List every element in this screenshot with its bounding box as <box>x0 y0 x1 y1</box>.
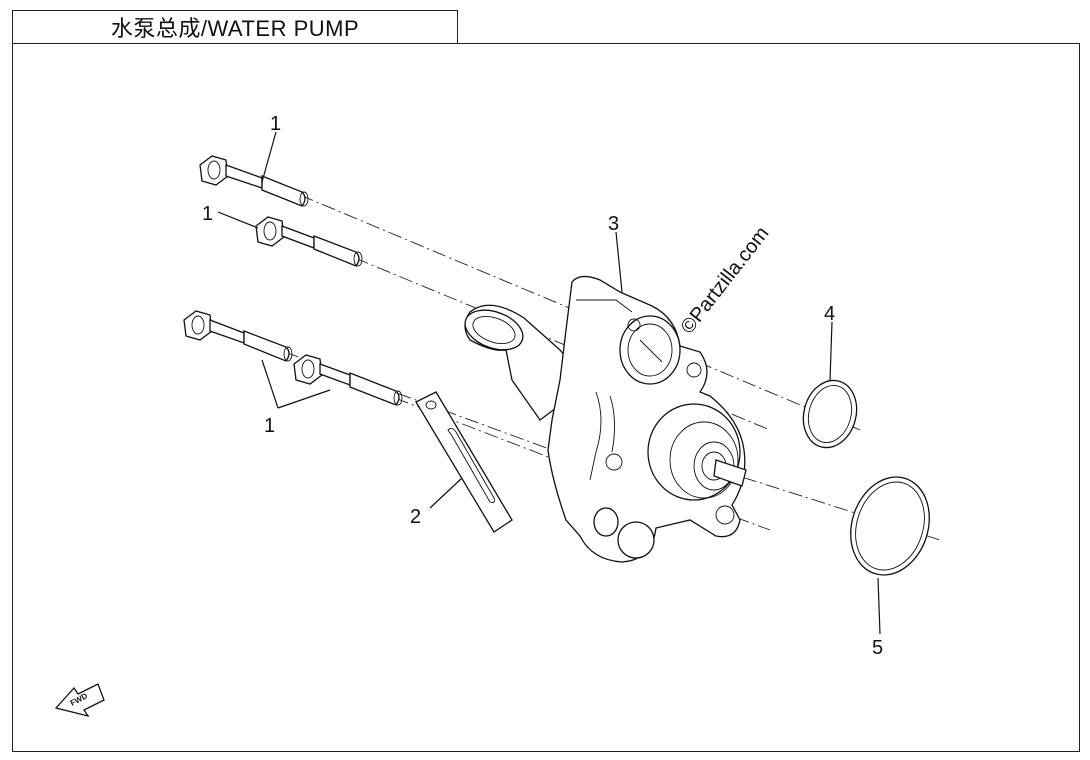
water-pump-body[interactable] <box>460 275 747 563</box>
callout-plate: 2 <box>410 506 421 528</box>
bolt-d[interactable] <box>293 354 403 406</box>
bolt-a[interactable] <box>199 155 309 207</box>
callout-o-ring-small: 4 <box>824 303 835 325</box>
gasket-plate[interactable] <box>415 391 513 533</box>
watermark-text: ©Partzilla.com <box>677 223 774 338</box>
o-ring-large[interactable] <box>838 467 941 586</box>
forward-arrow-icon: FWD <box>54 683 105 718</box>
callout-bolt-a: 1 <box>270 113 281 135</box>
leader-lines <box>217 131 881 635</box>
callout-bolt-cd: 1 <box>264 415 275 437</box>
bolt-c[interactable] <box>183 310 293 362</box>
callout-bolt-b: 1 <box>202 203 213 225</box>
callouts: 1 1 1 2 3 4 5 <box>202 113 883 659</box>
bolt-b[interactable] <box>255 216 363 267</box>
o-ring-small[interactable] <box>796 374 864 453</box>
callout-o-ring-large: 5 <box>872 637 883 659</box>
diagram-frame <box>12 43 1080 752</box>
callout-pump-body: 3 <box>608 213 619 235</box>
